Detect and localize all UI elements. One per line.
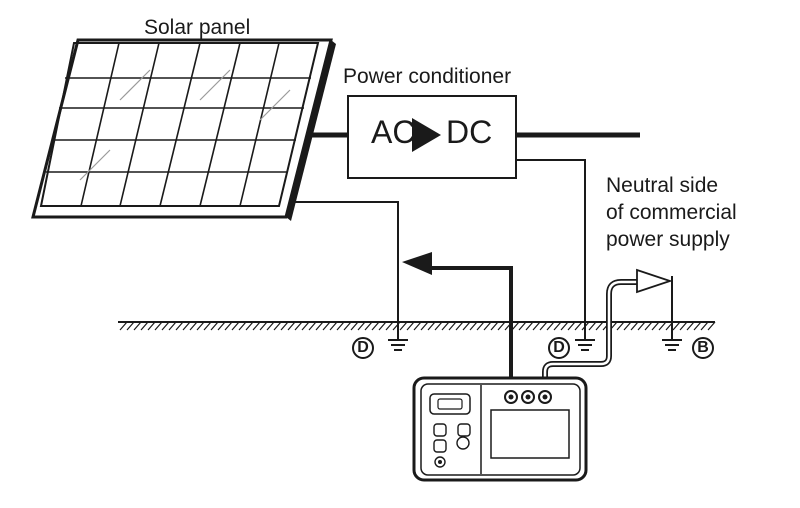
arrow-right-icon — [636, 268, 673, 294]
neutral-label-line: power supply — [606, 228, 730, 251]
conditioner-ground-wire — [516, 159, 586, 330]
tester-button — [457, 423, 471, 437]
neutral-label-line: Neutral side — [606, 174, 719, 197]
solar-panel-label: Solar panel — [144, 16, 251, 39]
earth-surface — [118, 321, 716, 331]
panel-ground-wire — [290, 201, 399, 330]
arrow-left-icon — [402, 252, 432, 275]
ac-dc-arrow-icon — [412, 118, 441, 152]
power-conditioner-label: Power conditioner — [343, 65, 512, 88]
ac-label: AC — [371, 114, 416, 150]
panel-grid — [46, 42, 311, 207]
tester-knob — [456, 436, 470, 450]
tester-button — [433, 439, 447, 453]
ground-symbol-right — [662, 276, 682, 351]
ground-class-b: B — [692, 337, 714, 359]
ground-class-d-mid: D — [548, 337, 570, 359]
ground-symbol-mid — [575, 330, 595, 351]
dc-label: DC — [446, 114, 493, 150]
tester-button — [433, 423, 447, 437]
earth-tester — [412, 376, 588, 482]
solar-panel — [31, 38, 336, 221]
tester-screen — [490, 409, 570, 459]
tester-display-small — [429, 393, 471, 415]
tester-dial — [434, 456, 446, 468]
neutral-label-line: of commercial — [606, 201, 737, 224]
ground-symbol-left — [388, 330, 408, 351]
neutral-side-label: Neutral side of commercial power supply — [606, 172, 737, 253]
measurement-lead-left — [432, 266, 513, 392]
ground-class-d-left: D — [352, 337, 374, 359]
